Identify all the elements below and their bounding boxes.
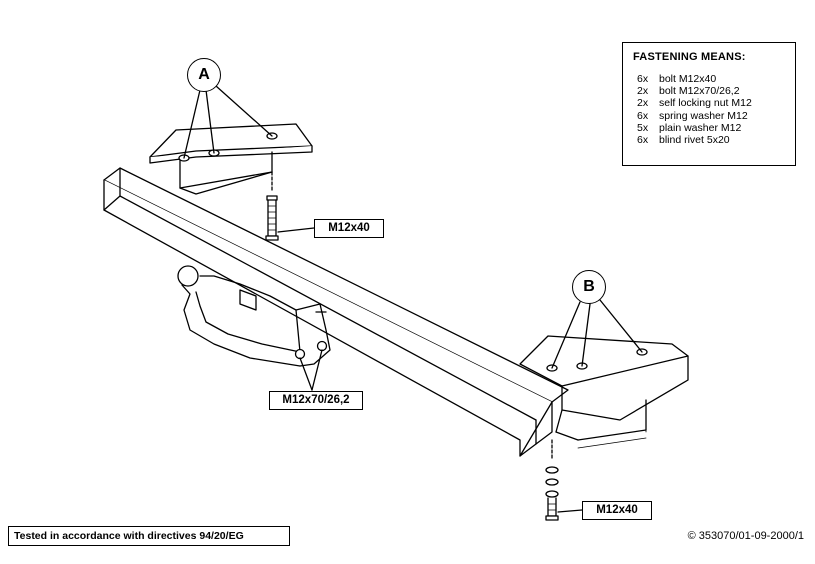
fastening-item: 2x bolt M12x70/26,2: [633, 85, 785, 97]
fastening-item: 6x spring washer M12: [633, 110, 785, 122]
label-circle-b: B: [572, 270, 606, 304]
dimension-lines: [577, 403, 647, 449]
fastening-qty: 2x: [637, 97, 649, 110]
document-id: © 353070/01-09-2000/1: [687, 530, 804, 542]
fastening-title: FASTENING MEANS:: [633, 51, 746, 63]
fastening-item: 2x self locking nut M12: [633, 97, 785, 109]
label-a-text: A: [198, 66, 210, 83]
ball-neck-assembly: [177, 265, 331, 367]
callout-bolt-mid: M12x70/26,2: [269, 391, 363, 410]
tested-directive-box: Tested in accordance with directives 94/…: [8, 526, 290, 546]
fastening-qty: 5x: [637, 121, 649, 134]
leader-lines-b: [551, 299, 643, 369]
fastening-desc: spring washer M12: [659, 109, 748, 122]
fastening-desc: plain washer M12: [659, 121, 742, 134]
fastening-item: 5x plain washer M12: [633, 122, 785, 134]
fastening-item: 6x blind rivet 5x20: [633, 134, 785, 146]
fastening-desc: bolt M12x70/26,2: [659, 85, 740, 98]
tested-directive-text: Tested in accordance with directives 94/…: [14, 530, 244, 542]
mounting-bracket-a: [149, 123, 313, 195]
fastening-desc: self locking nut M12: [659, 97, 752, 110]
bolt-bottom: [545, 439, 583, 521]
callout-bolt-bottom: M12x40: [582, 501, 652, 520]
callout-bolt-mid-text: M12x70/26,2: [282, 394, 350, 406]
callout-bolt-top-text: M12x40: [328, 222, 370, 234]
mounting-bracket-b: [519, 335, 689, 441]
callout-bolt-top: M12x40: [314, 219, 384, 238]
leader-lines-a: [183, 85, 273, 159]
fastening-qty: 6x: [637, 134, 649, 147]
bolt-mid-leaders: [299, 349, 323, 391]
fastening-qty: 2x: [637, 85, 649, 98]
label-circle-a: A: [187, 58, 221, 92]
fastening-desc: bolt M12x40: [659, 73, 717, 85]
fastening-item: 6x bolt M12x40: [633, 73, 785, 85]
fastening-qty: 6x: [637, 109, 649, 122]
fastening-desc: blind rivet 5x20: [659, 134, 730, 147]
label-b-text: B: [583, 278, 595, 295]
fastening-means-box: FASTENING MEANS: 6x bolt M12x40 2x bolt M1…: [622, 42, 796, 166]
main-crossbar: [103, 167, 569, 457]
callout-bolt-bottom-text: M12x40: [596, 504, 638, 516]
bolt-top: [265, 171, 315, 241]
fastening-qty: 6x: [637, 73, 649, 85]
